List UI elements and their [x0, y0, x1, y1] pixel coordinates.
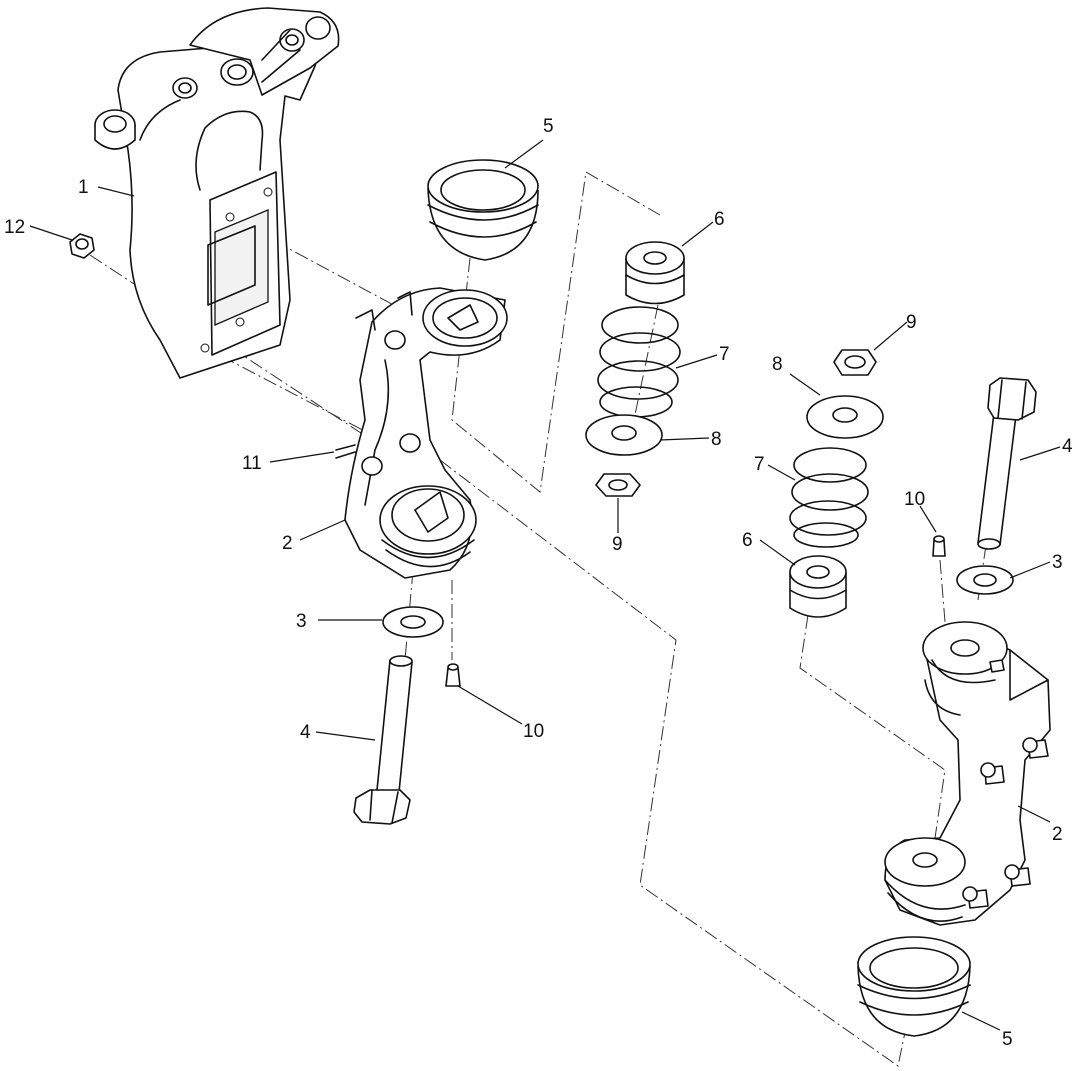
callout-11: 11	[242, 453, 262, 474]
callout-12: 12	[4, 217, 25, 238]
callout-5-lower: 5	[1002, 1029, 1013, 1050]
callout-3-left: 3	[296, 611, 307, 632]
callout-labels: 1 12 5 6 7 8 9 11 2 3 4 10 9 8 7 6 10 4 …	[4, 116, 1073, 1050]
callout-3-right: 3	[1052, 552, 1063, 573]
callout-6-right: 6	[742, 530, 753, 551]
part-9-nut-right	[833, 349, 877, 376]
callout-9-right: 9	[906, 312, 917, 333]
part-12-nut	[69, 233, 95, 259]
callout-9-upper: 9	[612, 534, 623, 555]
part-5-bushing-seal-lower	[857, 936, 971, 1037]
part-6-bushing-upper	[625, 241, 685, 305]
part-3-washer-left	[382, 606, 444, 638]
part-7-spring-upper	[597, 306, 681, 418]
callout-10-left: 10	[523, 721, 544, 742]
callout-2-left: 2	[282, 533, 293, 554]
part-5-bushing-seal-upper	[427, 159, 539, 261]
callout-6-upper: 6	[714, 209, 725, 230]
part-8-washer-right	[806, 395, 884, 439]
part-11-stud	[335, 444, 356, 459]
part-10-grease-fitting-right	[932, 535, 946, 557]
callout-5-upper: 5	[543, 116, 554, 137]
part-10-grease-fitting-left	[445, 663, 461, 687]
callout-7-right: 7	[754, 454, 765, 475]
callout-8-upper: 8	[711, 429, 722, 450]
callout-2-right: 2	[1052, 824, 1063, 845]
part-8-washer-upper	[585, 414, 663, 456]
part-2-swing-arm-left	[344, 287, 508, 579]
callout-7-upper: 7	[719, 344, 730, 365]
part-3-washer-right	[956, 565, 1014, 595]
part-6-bushing-right	[789, 555, 847, 618]
callout-8-right: 8	[772, 354, 783, 375]
part-4-bolt-left	[353, 655, 413, 825]
leader-lines	[29, 139, 1061, 1031]
callout-10-right: 10	[904, 489, 925, 510]
callout-1: 1	[78, 177, 89, 198]
part-4-bolt-right	[977, 377, 1037, 550]
callout-4-right: 4	[1062, 436, 1073, 457]
part-2-swing-arm-right	[884, 621, 1051, 926]
part-7-spring-right	[789, 447, 869, 548]
part-1-mounting-bracket	[94, 7, 340, 379]
part-9-nut-upper	[595, 473, 641, 497]
callout-4-left: 4	[300, 722, 311, 743]
